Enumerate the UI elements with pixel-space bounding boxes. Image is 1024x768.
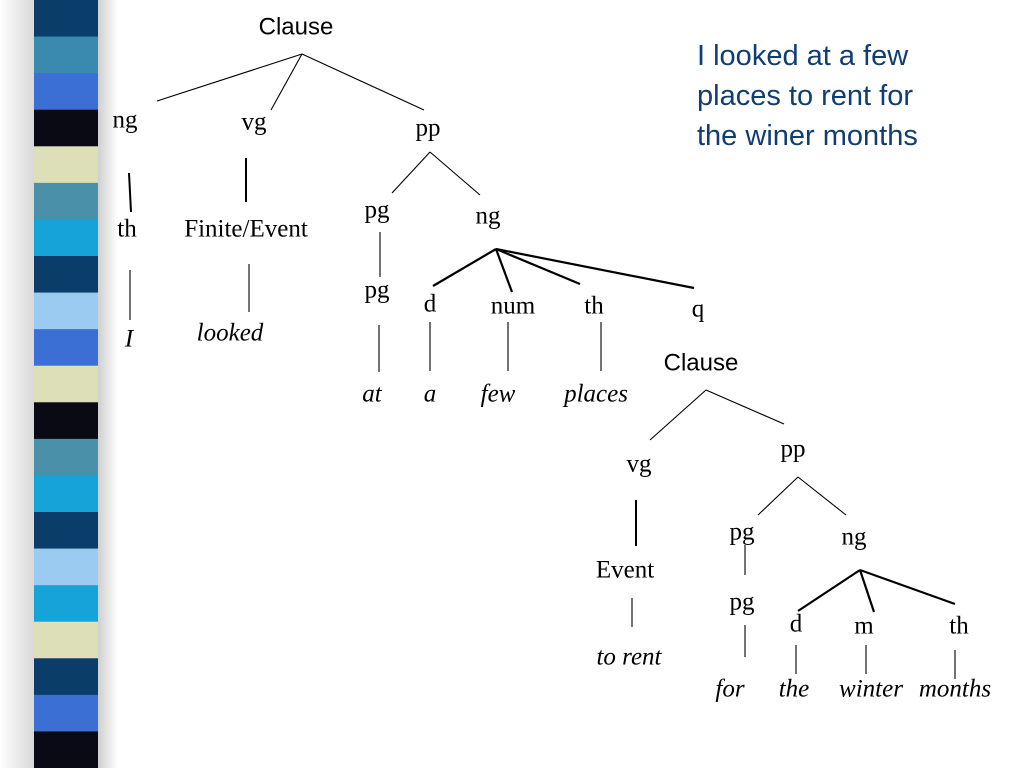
strip-segment (34, 329, 98, 367)
tree-node-word-to-rent: to rent (596, 644, 662, 671)
strip-segment (34, 585, 98, 623)
tree-edge-pp-2-to-pg-3 (757, 476, 799, 516)
strip-segment (34, 292, 98, 330)
strip-segment (34, 694, 98, 732)
tree-edge-ng-2-to-q-1 (495, 247, 695, 290)
strip-segment (34, 256, 98, 294)
tree-edge-ng-2-to-d-1 (432, 248, 497, 287)
tree-node-clause-1: Clause (259, 13, 334, 40)
strip-segment (34, 731, 98, 768)
tree-node-th-2: th (584, 293, 604, 320)
strip-segment (34, 146, 98, 184)
sentence-line-2: places to rent for (697, 80, 913, 112)
tree-node-clause-2: Clause (664, 349, 739, 376)
tree-node-word-winter: winter (839, 676, 903, 703)
tree-node-word-looked: looked (197, 320, 264, 347)
tree-edge-clause-2-to-pp-2 (705, 389, 785, 425)
tree-node-finite-event: Finite/Event (184, 216, 308, 243)
decorative-color-strip (0, 0, 118, 768)
tree-node-pg-4: pg (730, 589, 756, 616)
tree-node-word-for: for (715, 676, 744, 703)
tree-node-event: Event (596, 557, 654, 584)
tree-node-num-1: num (491, 293, 536, 320)
strip-segment (34, 438, 98, 476)
tree-node-pp-1: pp (416, 115, 441, 142)
tree-node-pg-2: pg (365, 277, 391, 304)
strip-shadow-left (0, 0, 34, 768)
tree-node-d-1: d (424, 291, 437, 318)
tree-node-th-3: th (949, 613, 969, 640)
strip-segment (34, 182, 98, 220)
tree-edge-ng-3-to-th-3 (859, 568, 956, 606)
sentence-line-3: the winer months (697, 120, 918, 152)
tree-edge-pp-1-to-pg-1 (391, 151, 431, 194)
tree-edge-ng-3-to-d-2 (797, 569, 861, 612)
strip-segment (34, 36, 98, 74)
strip-segment (34, 548, 98, 586)
tree-node-pg-3: pg (730, 519, 756, 546)
tree-edge-ng-2-to-th-2 (495, 247, 581, 286)
strip-segment (34, 621, 98, 659)
tree-edge-ng-2-to-num-1 (494, 248, 514, 293)
strip-segment (34, 109, 98, 147)
tree-node-word-the: the (779, 676, 810, 703)
tree-node-vg-1: vg (242, 109, 268, 136)
tree-edge-clause-1-to-ng-1 (156, 53, 303, 102)
tree-edge-clause-2-to-vg-2 (649, 389, 707, 441)
tree-node-th-1: th (117, 216, 137, 243)
sentence-line-1: I looked at a few (697, 40, 909, 72)
tree-node-word-at: at (362, 381, 383, 408)
tree-edge-clause-1-to-pp-1 (301, 53, 425, 111)
tree-node-ng-2: ng (476, 203, 502, 230)
tree-node-vg-2: vg (627, 451, 653, 478)
tree-edge-clause-1-to-vg-1 (270, 53, 303, 111)
strip-segment (34, 402, 98, 440)
strip-segment (34, 658, 98, 696)
tree-node-word-a: a (424, 381, 437, 408)
strip-segment (34, 475, 98, 513)
tree-node-q-1: q (692, 296, 705, 323)
tree-node-word-few: few (481, 381, 516, 408)
example-sentence: I looked at a few places to rent for the… (697, 36, 997, 156)
strip-segment (34, 365, 98, 403)
tree-edge-ng-1-to-th-1 (128, 172, 132, 213)
tree-node-d-2: d (790, 611, 803, 638)
tree-node-word-months: months (919, 676, 991, 703)
tree-edge-pp-2-to-ng-3 (797, 476, 847, 516)
tree-node-ng-1: ng (113, 107, 139, 134)
tree-node-pg-1: pg (365, 197, 391, 224)
strip-segment (34, 73, 98, 111)
tree-node-pp-2: pp (781, 436, 806, 463)
strip-segment (34, 512, 98, 550)
tree-edge-ng-3-to-m-1 (858, 569, 876, 613)
tree-node-word-places: places (562, 381, 628, 408)
tree-node-m-1: m (854, 613, 874, 640)
tree-node-word-I: I (124, 326, 135, 353)
strip-shadow (98, 0, 118, 768)
strip-segment (34, 0, 98, 38)
tree-node-ng-3: ng (842, 524, 868, 551)
strip-segment (34, 219, 98, 257)
tree-edge-pp-1-to-ng-2 (429, 151, 481, 196)
